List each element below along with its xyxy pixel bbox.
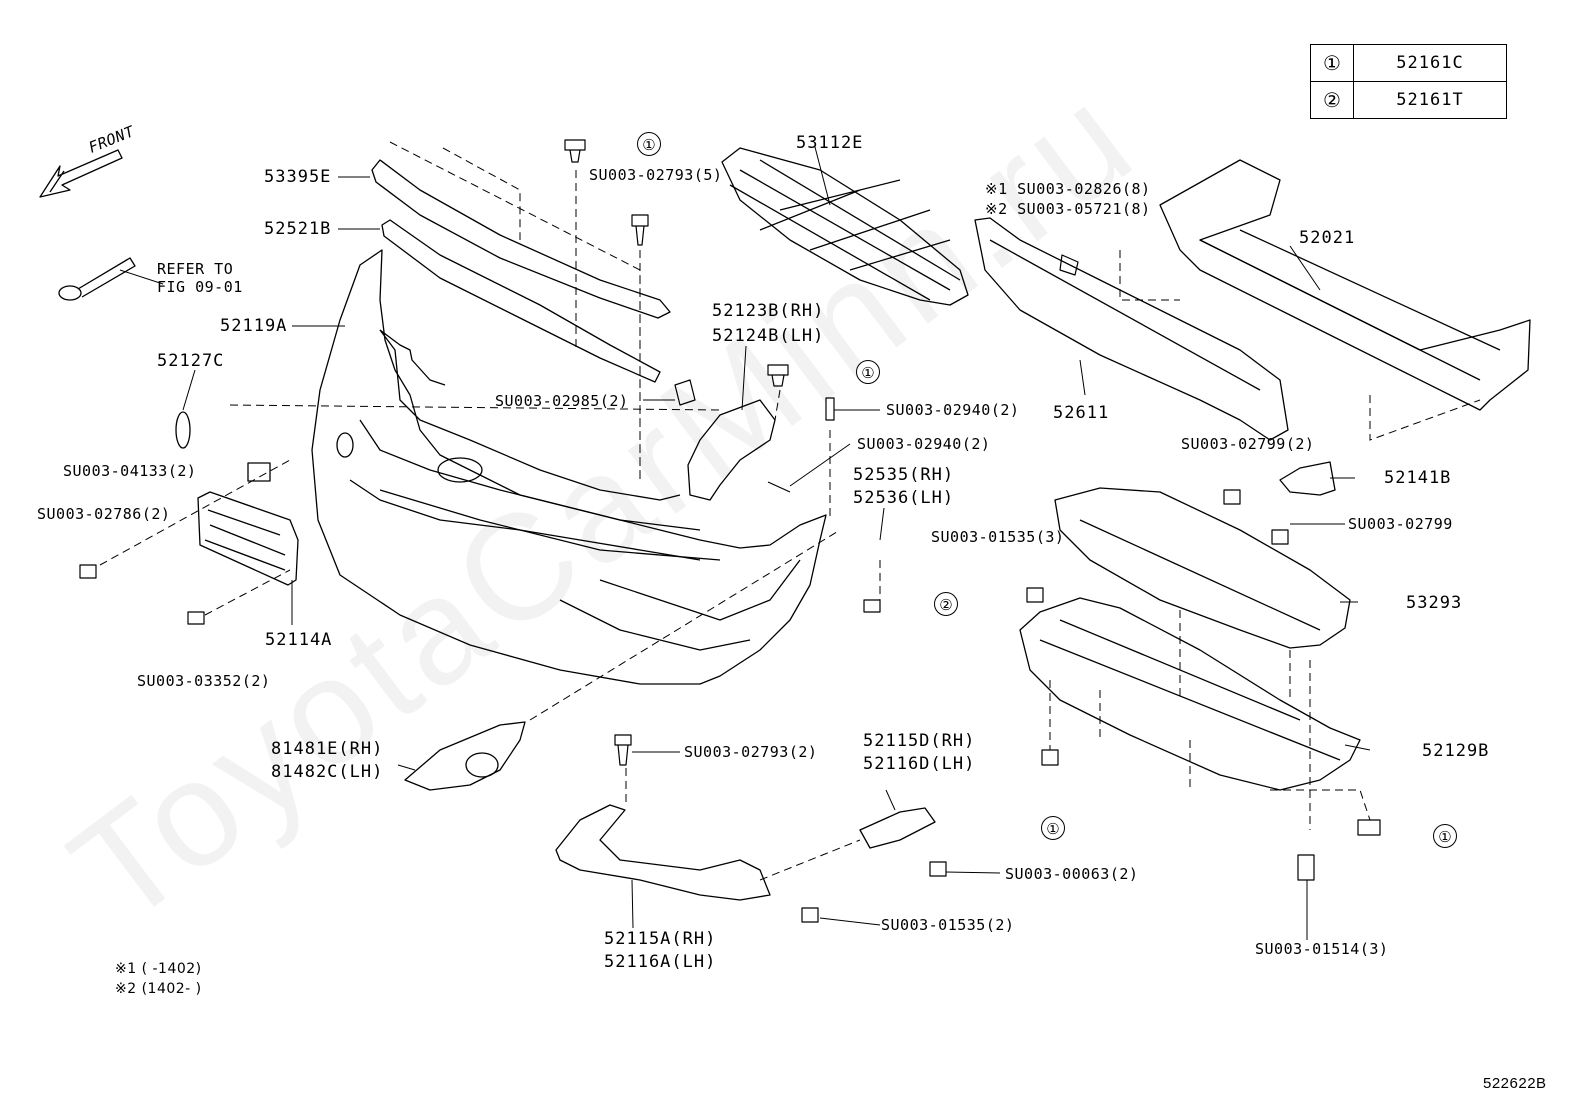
part-52114a-shape [197, 491, 299, 586]
front-arrow-icon [39, 149, 123, 198]
label-53112e: 53112E [796, 133, 864, 153]
label-52123b: 52123B(RH) [712, 301, 825, 321]
part-81481e-shape [404, 721, 526, 791]
label-su003-02826: ※1 SU003-02826(8) [985, 180, 1151, 198]
part-52127c-shape [175, 411, 191, 449]
label-su003-02793-5: SU003-02793(5) [589, 166, 723, 184]
part-52129b-shape [1019, 597, 1361, 791]
legend-row: ② 52161T [1310, 81, 1507, 119]
label-52141b: 52141B [1384, 468, 1452, 488]
label-81481e: 81481E(RH) [271, 739, 384, 759]
callout-1: ① [856, 360, 880, 384]
label-su003-01514: SU003-01514(3) [1255, 940, 1389, 958]
label-52115a: 52115A(RH) [604, 929, 717, 949]
label-52115d: 52115D(RH) [863, 731, 976, 751]
callout-1: ① [637, 132, 661, 156]
part-52123b-shape [687, 399, 776, 501]
label-52127c: 52127C [157, 351, 225, 371]
callout-1: ① [1433, 824, 1457, 848]
label-52124b: 52124B(LH) [712, 326, 825, 346]
refer-line2: FIG 09-01 [157, 278, 243, 296]
part-52141b-shape [1279, 461, 1336, 496]
note-2: ※2 (1402- ) [115, 981, 202, 997]
label-su003-00063: SU003-00063(2) [1005, 865, 1139, 883]
legend-row: ① 52161C [1310, 44, 1507, 82]
part-52119a-shape [311, 249, 827, 685]
label-52116a: 52116A(LH) [604, 952, 717, 972]
label-su003-02940-b: SU003-02940(2) [857, 435, 991, 453]
label-su003-02799-2: SU003-02799(2) [1181, 435, 1315, 453]
label-su003-01535-3: SU003-01535(3) [931, 528, 1065, 546]
label-52536: 52536(LH) [853, 488, 955, 508]
label-su003-05721: ※2 SU003-05721(8) [985, 200, 1151, 218]
legend-key: ② [1310, 81, 1354, 119]
part-52611-shape [974, 217, 1289, 441]
label-52535: 52535(RH) [853, 465, 955, 485]
callout-1: ① [1041, 816, 1065, 840]
legend-key: ① [1310, 44, 1354, 82]
part-53293-shape [1054, 487, 1351, 649]
part-53112e-shape [721, 147, 969, 306]
diagram-code: 522622B [1483, 1075, 1547, 1092]
label-52119a: 52119A [220, 316, 288, 336]
callout-legend-table: ① 52161C ② 52161T [1310, 44, 1507, 119]
legend-value: 52161C [1353, 44, 1507, 82]
label-52114a: 52114A [265, 630, 333, 650]
label-52521b: 52521B [264, 219, 332, 239]
label-52611: 52611 [1053, 403, 1110, 423]
part-52521b-shape [381, 219, 661, 383]
label-su003-02786: SU003-02786(2) [37, 505, 171, 523]
tow-hook-icon [58, 257, 136, 301]
label-su003-01535-2: SU003-01535(2) [881, 916, 1015, 934]
label-81482c: 81482C(LH) [271, 762, 384, 782]
legend-value: 52161T [1353, 81, 1507, 119]
label-53395e: 53395E [264, 167, 332, 187]
label-su003-03352: SU003-03352(2) [137, 672, 271, 690]
note-1: ※1 ( -1402) [115, 961, 202, 977]
part-52021-shape [1159, 159, 1531, 411]
label-su003-02985: SU003-02985(2) [495, 392, 629, 410]
label-52116d: 52116D(LH) [863, 754, 976, 774]
part-52115d-shape [859, 807, 936, 849]
label-su003-04133: SU003-04133(2) [63, 462, 197, 480]
part-52115a-shape [555, 804, 771, 901]
callout-2: ② [934, 592, 958, 616]
label-52021: 52021 [1299, 228, 1356, 248]
label-52129b: 52129B [1422, 741, 1490, 761]
label-su003-02793-2: SU003-02793(2) [684, 743, 818, 761]
label-su003-02799: SU003-02799 [1348, 515, 1453, 533]
part-53395e-shape [371, 159, 671, 319]
refer-line1: REFER TO [157, 260, 234, 278]
label-53293: 53293 [1406, 593, 1463, 613]
label-su003-02940-a: SU003-02940(2) [886, 401, 1020, 419]
clip-04133-icon [247, 462, 271, 482]
